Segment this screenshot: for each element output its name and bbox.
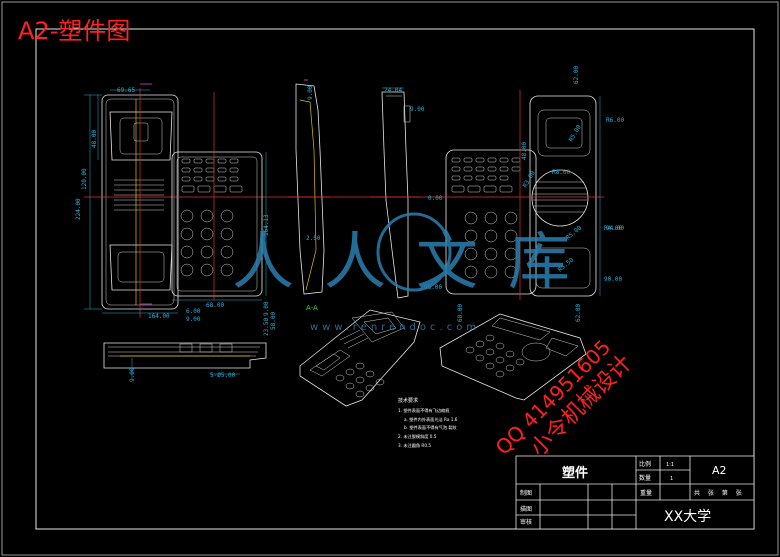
notes-line-3: 2. 未注脱模斜度 0.5 — [398, 433, 437, 440]
front-bottom-cup — [109, 244, 173, 291]
dim-rear-62: 62.00 — [575, 304, 582, 322]
watermark-brand: 人人文库 — [232, 225, 600, 298]
dim-rear-r3: R8.00 — [552, 169, 570, 176]
notes-title: 技术要求 — [398, 397, 418, 404]
tb-scale-value: 1:1 — [666, 462, 674, 468]
dim-side-center: 0.00 — [428, 195, 443, 202]
dim-rear-r4: R4.00 — [604, 225, 622, 232]
front-top-cup — [109, 111, 173, 161]
dim-front-bottom-2: 6.00 — [186, 308, 201, 315]
tb-weight-label: 重量 — [640, 489, 652, 497]
tb-sheet-size: A2 — [712, 464, 727, 477]
dim-section-top: 9.00 — [307, 85, 314, 100]
front-grille-slots — [114, 179, 164, 211]
tb-qty-label: 数量 — [639, 474, 651, 482]
rear-speaker — [531, 169, 589, 227]
technical-notes: 技术要求 1. 塑件表面不得有飞边缩痕 a. 塑件内外表面光洁 Ra 1.6 b… — [398, 397, 458, 449]
dim-front-top: 69.65 — [117, 87, 135, 94]
keypad-number-keys — [180, 209, 234, 277]
watermark-ring-icon — [376, 212, 452, 292]
keypad-view: 68.00 164.13 9.00 23.50 58.00 — [171, 92, 277, 336]
dim-keypad-vert-1: 9.00 — [263, 301, 270, 316]
watermark: 人人文库 www.renrendoc.com — [232, 212, 600, 333]
tb-checked-label: 审核 — [520, 518, 532, 526]
keypad-outline — [171, 151, 263, 297]
tb-scale-label: 比例 — [639, 460, 651, 468]
sheet-header-title: A2-塑件图 — [18, 17, 130, 45]
dim-rear-98: 98.00 — [424, 284, 442, 291]
tb-drafter-label: 描图 — [520, 505, 532, 513]
bottom-profile — [103, 342, 267, 369]
notes-line-0: 1. 塑件表面不得有飞边缩痕 — [398, 407, 450, 414]
dim-keypad-width: 68.00 — [206, 302, 224, 309]
tb-drawn-label: 制图 — [520, 489, 532, 497]
dim-rear-94: 94.00 — [606, 225, 624, 232]
dim-front-left-3: 120.00 — [81, 168, 88, 190]
dim-rear-48: 48.00 — [521, 142, 528, 160]
dim-section-mid: 2.50 — [306, 235, 321, 242]
sheet-inner-border — [35, 28, 755, 530]
tb-part-name: 塑件 — [562, 465, 588, 481]
tb-school: XX大学 — [664, 509, 711, 525]
iso1-outline — [299, 309, 421, 407]
dim-front-bottom-1: 164.00 — [148, 313, 170, 320]
dim-rear-top: 62.00 — [573, 66, 580, 84]
iso1-keys — [335, 362, 385, 398]
dim-keypad-vert-2: 23.50 — [263, 318, 270, 336]
dim-rear-90: 90.00 — [604, 276, 622, 283]
tb-sheet-info: 共 张 第 张 — [694, 489, 745, 497]
rear-outline-handset — [529, 95, 597, 297]
section-profile — [295, 83, 325, 295]
notes-line-1: a. 塑件内外表面光洁 Ra 1.6 — [404, 416, 458, 423]
notes-line-2: b. 塑件表面不得有气泡 裂纹 — [404, 424, 458, 431]
dim-keypad-height: 164.13 — [263, 214, 270, 236]
dim-rear-r1: R6.00 — [606, 117, 624, 124]
rear-outline-main — [445, 149, 537, 295]
section-view: 9.00 2.50 A-A — [288, 79, 330, 312]
watermark-url: www.renrendoc.com — [310, 322, 480, 333]
iso2-outline — [439, 313, 587, 401]
title-block: 塑件 比例 1:1 数量 1 A2 重量 共 张 第 张 制图 描图 审核 XX… — [515, 455, 755, 530]
dim-front-left-1: 48.00 — [91, 130, 98, 148]
rear-keys — [451, 157, 521, 279]
dim-bottom-view-2: 5-Ø5.00 — [210, 372, 236, 379]
notes-line-4: 3. 未注圆角 R0.5 — [398, 442, 431, 449]
side-view: 24.04 9.00 0.00 — [370, 87, 443, 299]
iso2-keys — [465, 334, 525, 378]
bottom-view: 9.00 5-Ø5.00 — [103, 342, 267, 382]
side-profile — [381, 91, 409, 299]
isometric-view-2 — [439, 313, 587, 401]
tb-qty-value: 1 — [670, 476, 673, 482]
dim-keypad-vert-3: 58.00 — [270, 312, 277, 330]
dim-side-right: 9.00 — [410, 106, 425, 113]
section-label: A-A — [306, 304, 318, 312]
dim-rear-68: 68.00 — [457, 304, 464, 322]
isometric-view-1 — [299, 309, 421, 407]
dim-rear-r2: R5.00 — [568, 124, 583, 143]
title-block-frame — [515, 455, 755, 530]
dim-front-bottom-3: 9.00 — [186, 316, 201, 323]
dim-bottom-view-1: 9.00 — [129, 367, 136, 382]
keypad-function-keys — [181, 158, 243, 193]
dim-front-left-2: 224.00 — [75, 198, 82, 220]
dim-side-top: 24.04 — [384, 87, 402, 94]
